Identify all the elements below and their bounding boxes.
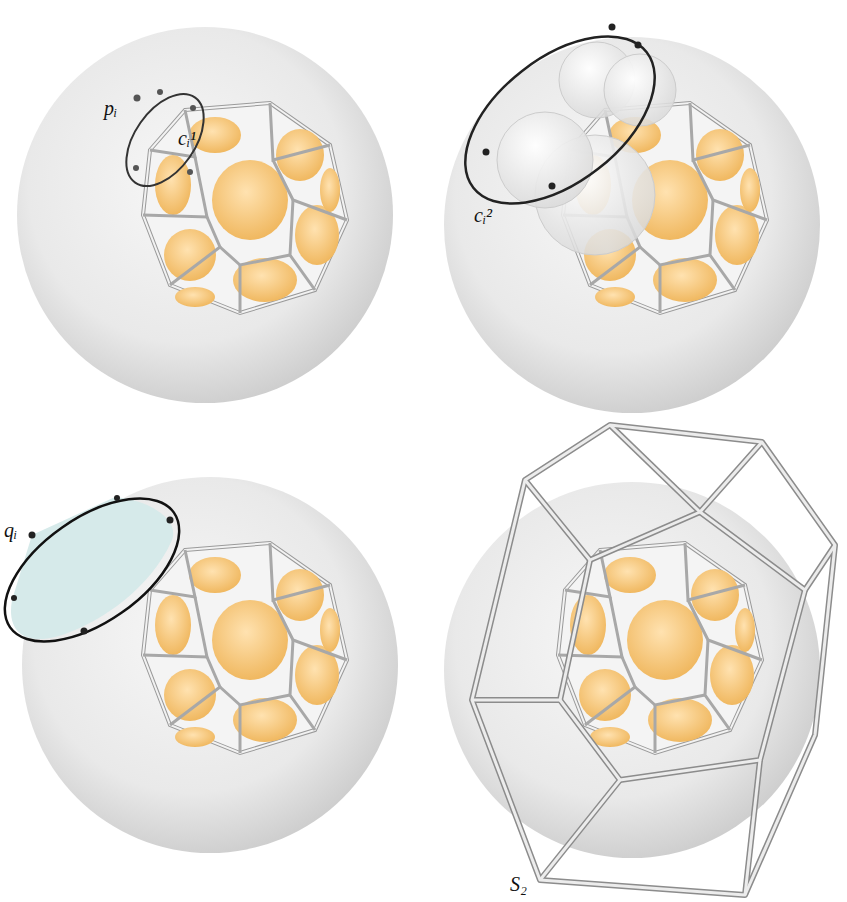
- circle-label: cᵢ¹: [178, 128, 196, 148]
- point-label: pᵢ: [104, 98, 117, 118]
- polyhedron-label: S₂: [510, 874, 527, 894]
- apex-label: qᵢ: [4, 520, 17, 540]
- outer-sphere: [17, 27, 393, 403]
- circle-label: cᵢ²: [474, 205, 492, 225]
